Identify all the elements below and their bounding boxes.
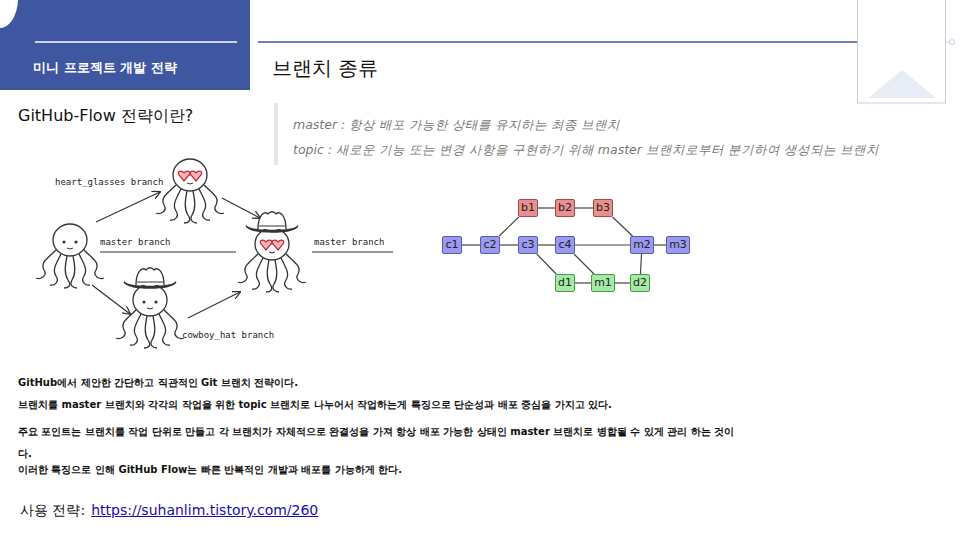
section-heading: GitHub-Flow 전략이란? bbox=[18, 106, 193, 126]
commit-link bbox=[538, 207, 555, 208]
commit-link bbox=[574, 254, 594, 274]
section-tab-label: 미니 프로젝트 개발 전략 bbox=[33, 60, 177, 76]
illustration-label: master branch bbox=[314, 237, 384, 248]
commit-box: d1 bbox=[555, 274, 575, 292]
commit-label: c3 bbox=[521, 238, 534, 251]
commit-box: c4 bbox=[555, 236, 575, 254]
commit-link bbox=[640, 254, 641, 274]
commit-box: c3 bbox=[518, 236, 538, 254]
commit-box: m3 bbox=[666, 236, 690, 254]
body-text: 주요 포인트는 브랜치를 작업 단위로 만들고 각 브랜치가 자체적으로 완결성… bbox=[18, 421, 738, 465]
commit-label: m2 bbox=[633, 238, 651, 251]
commit-box: b1 bbox=[518, 199, 538, 217]
commit-link bbox=[537, 254, 556, 274]
commit-link bbox=[499, 217, 519, 236]
link-caption: 사용 전략: bbox=[20, 502, 85, 520]
commit-label: b3 bbox=[596, 201, 610, 214]
commit-label: m3 bbox=[669, 238, 687, 251]
commit-link bbox=[575, 207, 593, 208]
commit-box: c2 bbox=[480, 236, 500, 254]
commit-label: c2 bbox=[483, 238, 496, 251]
commit-link bbox=[615, 282, 630, 283]
illustration-label: cowboy_hat branch bbox=[182, 330, 274, 341]
commit-label: d1 bbox=[558, 276, 572, 289]
commit-link bbox=[538, 244, 555, 245]
commit-link bbox=[500, 244, 518, 245]
commit-box: m2 bbox=[630, 236, 654, 254]
commit-box: m1 bbox=[591, 274, 615, 292]
commit-box: c1 bbox=[442, 236, 462, 254]
quote-line: master : 항상 배포 가능한 상태를 유지하는 최종 브랜치 bbox=[293, 117, 620, 133]
commit-box: d2 bbox=[630, 274, 650, 292]
quote-line: topic : 새로운 기능 또는 변경 사항을 구현하기 위해 master … bbox=[293, 142, 879, 158]
link-url: https://suhanlim.tistory.com/260 bbox=[91, 502, 318, 520]
commit-link bbox=[462, 244, 480, 245]
commit-label: b1 bbox=[521, 201, 535, 214]
commit-link bbox=[612, 217, 632, 236]
body-text: 브랜치를 master 브랜치와 각각의 작업을 위한 topic 브랜치로 나… bbox=[18, 399, 612, 412]
commit-label: c4 bbox=[558, 238, 571, 251]
commit-label: c1 bbox=[445, 238, 458, 251]
illustration-label: heart_glasses branch bbox=[55, 177, 163, 188]
commit-label: m1 bbox=[594, 276, 612, 289]
commit-link bbox=[654, 244, 666, 245]
body-text: GitHub에서 제안한 간단하고 직관적인 Git 브랜치 전략이다. bbox=[18, 377, 298, 390]
commit-box: b2 bbox=[555, 199, 575, 217]
commit-label: d2 bbox=[633, 276, 647, 289]
commit-link bbox=[575, 282, 591, 283]
slide-title: 브랜치 종류 bbox=[272, 56, 378, 81]
commit-link bbox=[575, 244, 630, 245]
illustration-label: master branch bbox=[100, 237, 170, 248]
body-text: 이러한 특징으로 인해 GitHub Flow는 빠른 반복적인 개발과 배포를… bbox=[18, 464, 402, 477]
commit-box: b3 bbox=[593, 199, 613, 217]
commit-label: b2 bbox=[558, 201, 572, 214]
